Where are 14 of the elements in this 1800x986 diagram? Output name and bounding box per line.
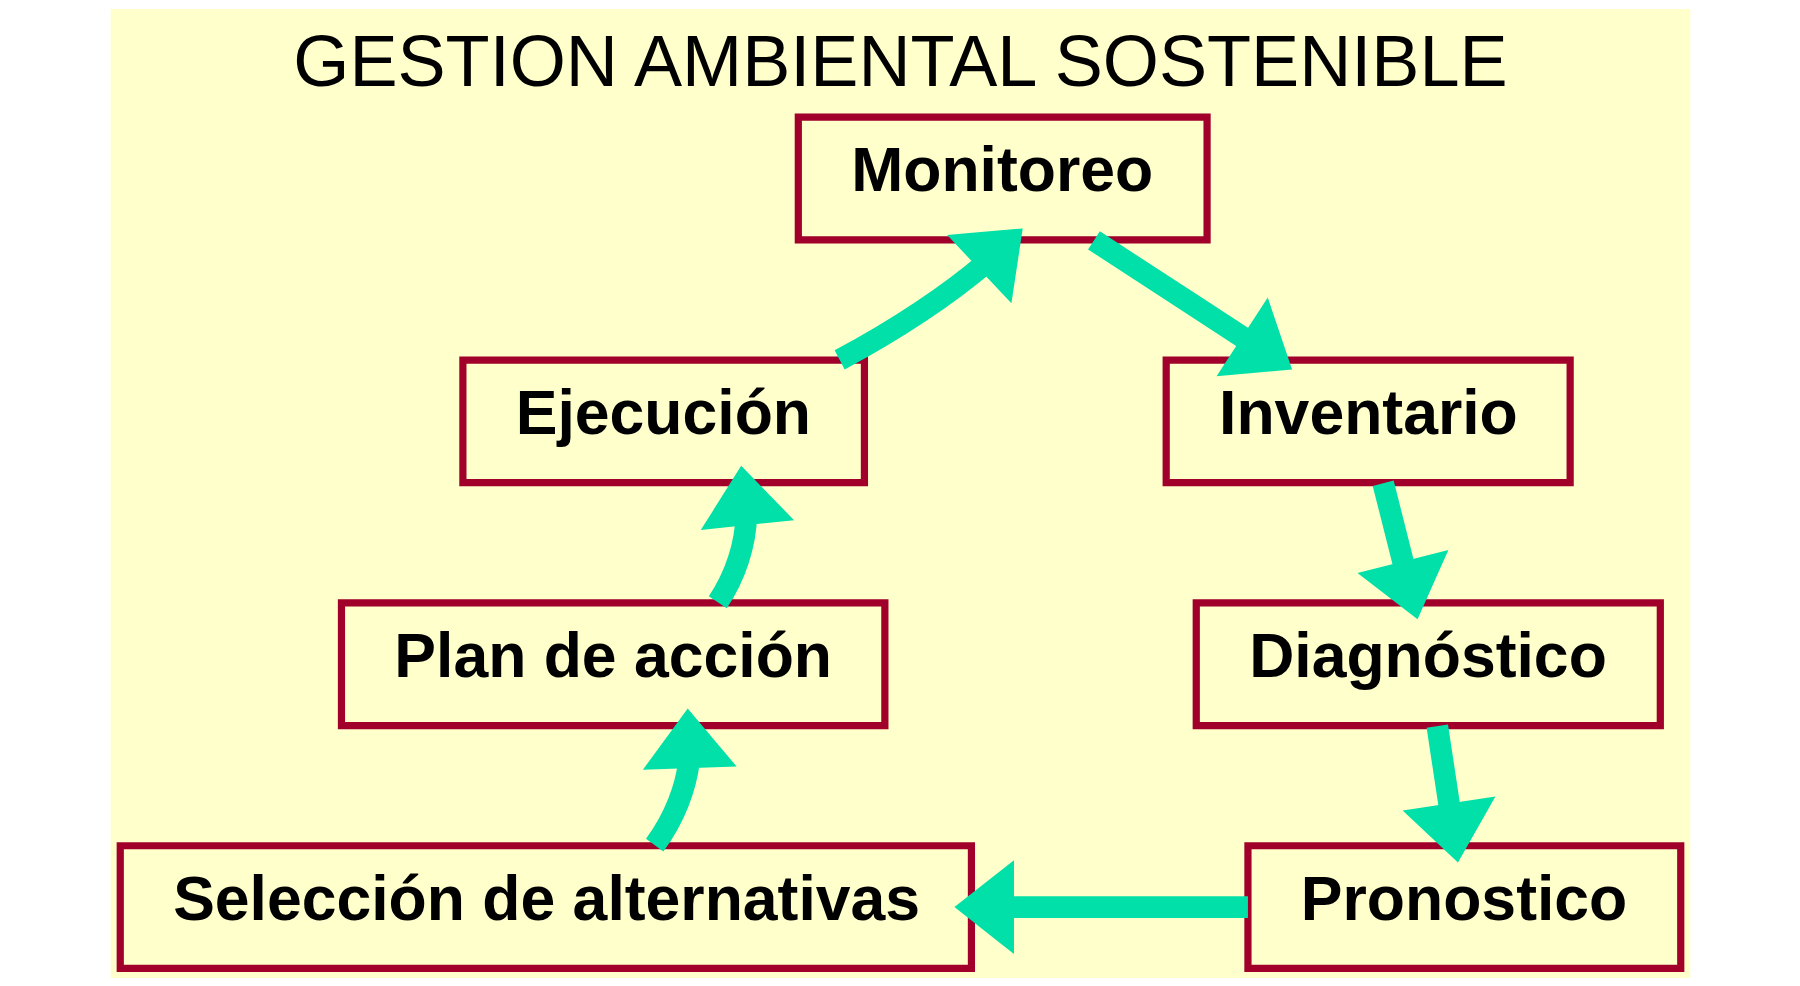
node-box: Inventario: [1162, 355, 1574, 486]
node-box: Monitoreo: [794, 113, 1211, 243]
node-box: Ejecución: [458, 355, 868, 486]
node-box: Diagnóstico: [1192, 598, 1664, 729]
node-box: Pronostico: [1243, 841, 1684, 972]
arrow: [953, 859, 1248, 954]
arrow: [1356, 480, 1448, 619]
node-box: Plan de acción: [337, 598, 888, 729]
arrow: [834, 227, 1023, 369]
diagram-title: GESTION AMBIENTAL SOSTENIBLE: [292, 20, 1508, 101]
arrow: [1402, 723, 1495, 862]
arrow: [1087, 230, 1292, 376]
arrow: [642, 708, 737, 851]
node-box: Selección de alternativas: [116, 841, 975, 972]
